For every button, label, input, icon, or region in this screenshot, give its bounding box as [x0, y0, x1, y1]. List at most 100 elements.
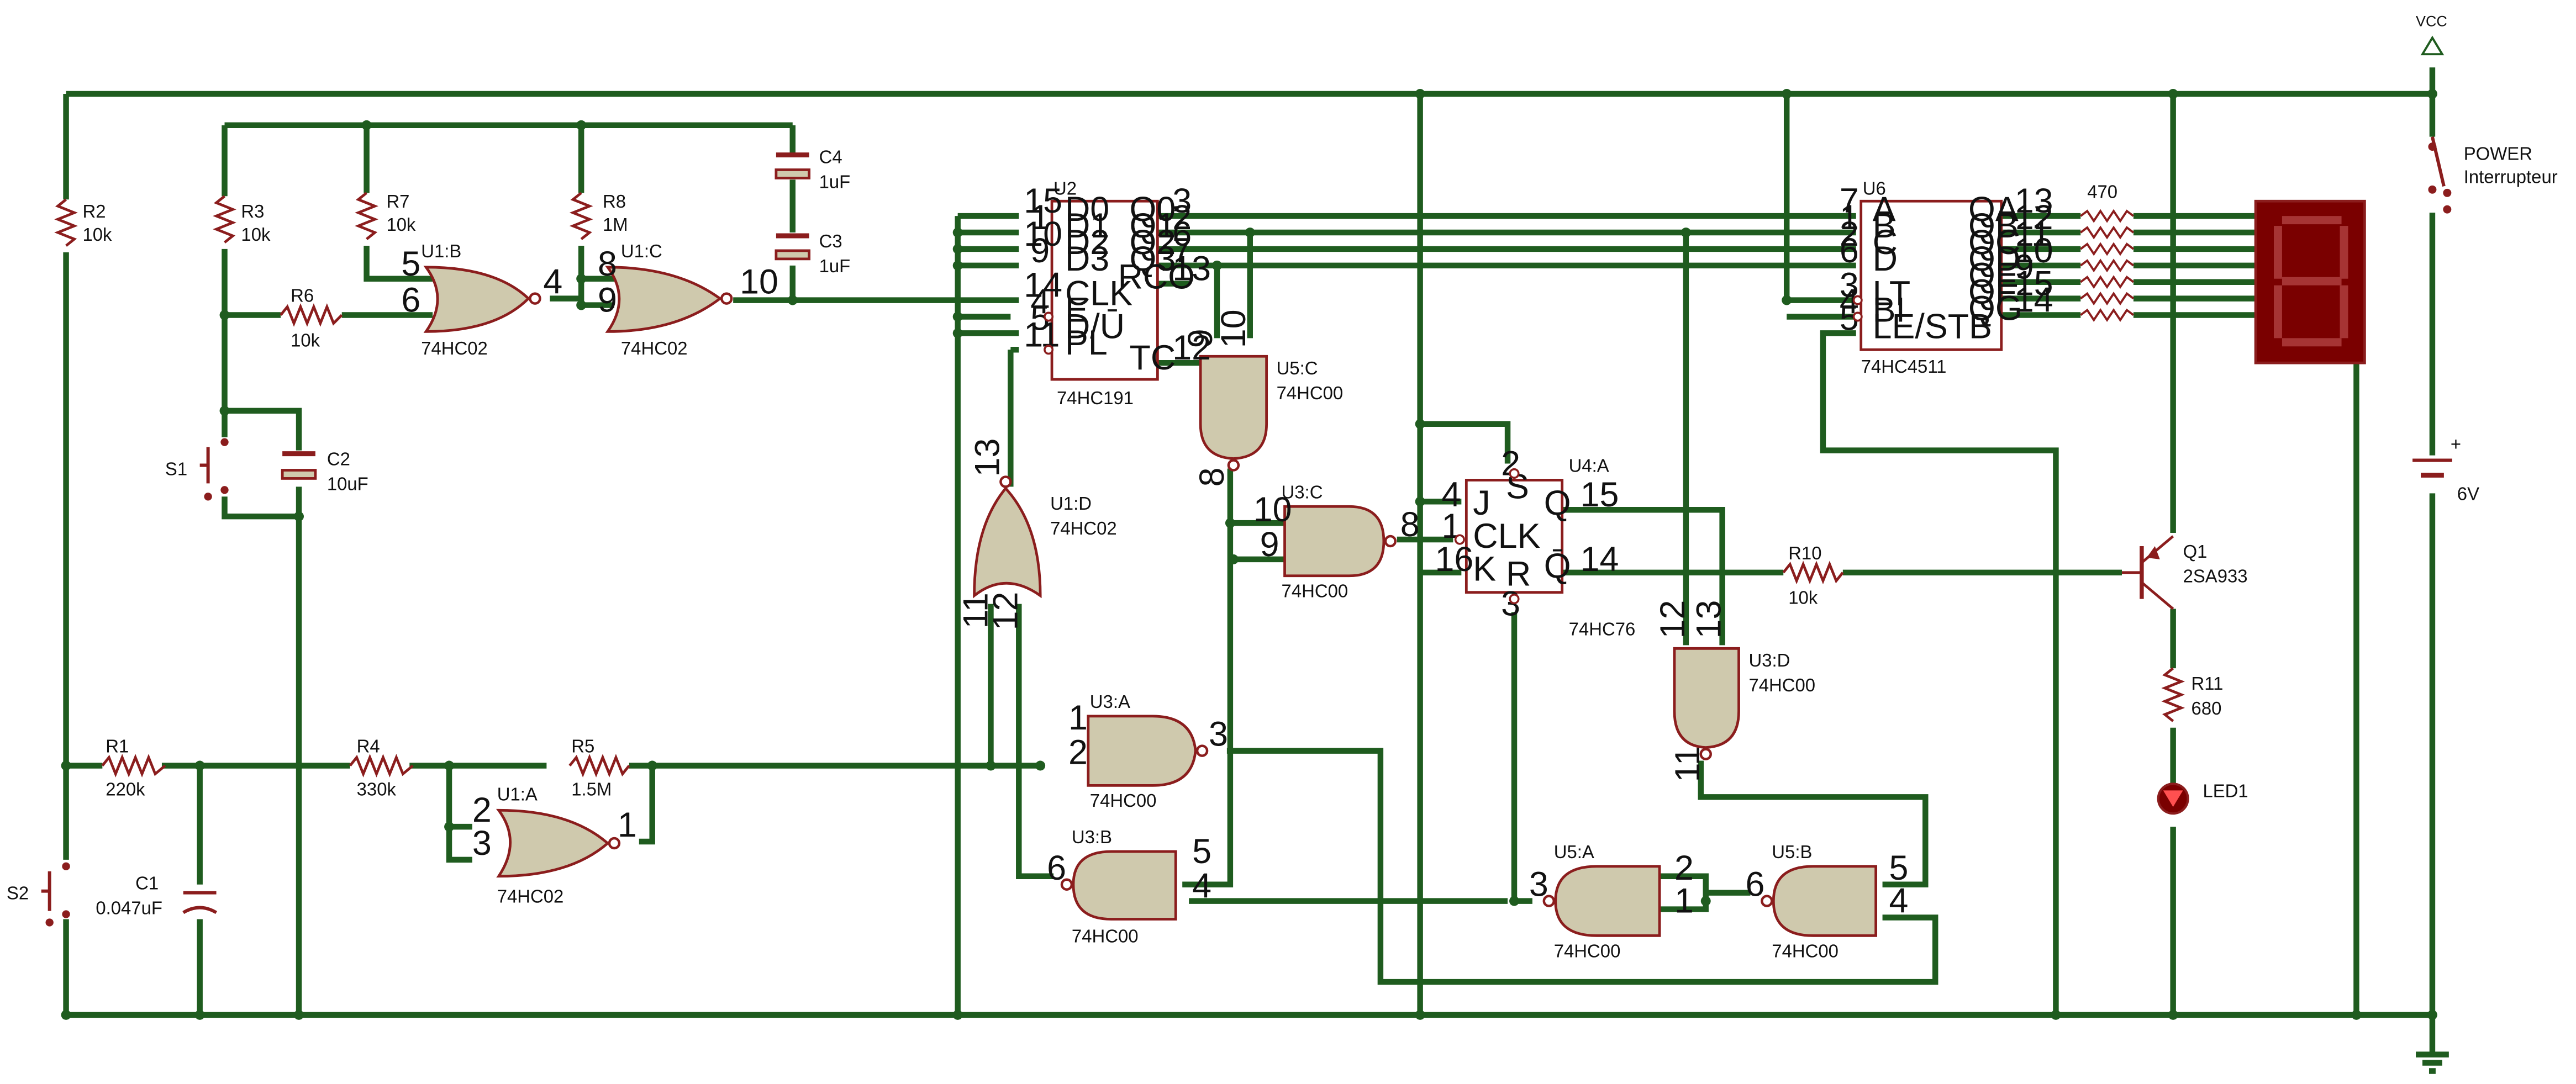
gate-u1d: 13 11 12 U1:D 74HC02 — [956, 438, 1116, 631]
resistor-r2: R2 10k — [54, 198, 112, 247]
svg-text:C3: C3 — [819, 231, 842, 251]
svg-text:D/Ū: D/Ū — [1065, 307, 1125, 346]
svg-text:4: 4 — [1889, 882, 1909, 921]
svg-text:R11: R11 — [2192, 673, 2224, 694]
svg-text:Q2: Q2 — [1130, 223, 1176, 262]
resistor-r7: R7 10k — [355, 191, 416, 240]
svg-text:U3:A: U3:A — [1090, 691, 1130, 712]
svg-text:9: 9 — [1181, 329, 1220, 348]
svg-text:4: 4 — [543, 263, 562, 302]
svg-text:16: 16 — [1435, 540, 1474, 579]
svg-text:R7: R7 — [386, 191, 409, 211]
svg-text:10k: 10k — [241, 224, 271, 245]
svg-text:10: 10 — [740, 263, 778, 302]
svg-text:2: 2 — [472, 791, 492, 829]
power-switch-value: Interrupteur — [2464, 166, 2558, 187]
svg-text:U6: U6 — [1863, 178, 1886, 198]
resistor-r5: R5 1.5M — [568, 736, 630, 799]
svg-text:1: 1 — [1030, 198, 1050, 237]
svg-text:74HC00: 74HC00 — [1772, 940, 1839, 961]
svg-text:U5:C: U5:C — [1277, 358, 1318, 378]
svg-text:C1: C1 — [135, 873, 159, 893]
svg-text:3: 3 — [1501, 585, 1520, 623]
svg-text:BI: BI — [1873, 290, 1905, 329]
svg-text:330k: 330k — [357, 779, 397, 799]
svg-text:3: 3 — [1172, 182, 1192, 220]
svg-text:Q1: Q1 — [1130, 207, 1176, 245]
transistor-q1: Q1 2SA933 — [2121, 535, 2248, 610]
svg-text:U2: U2 — [1053, 178, 1077, 198]
u2-right-pins: Q0 3 Q1 2 Q2 6 Q3 7 RCO 13 TC 12 — [1118, 182, 1211, 377]
svg-text:3: 3 — [472, 824, 492, 863]
svg-text:74HC00: 74HC00 — [1554, 940, 1621, 961]
svg-text:13: 13 — [1172, 250, 1211, 288]
svg-text:B: B — [1873, 207, 1896, 245]
svg-text:2: 2 — [1674, 849, 1694, 887]
svg-text:2: 2 — [1840, 215, 1859, 253]
svg-text:QE: QE — [1968, 256, 2019, 295]
svg-text:13: 13 — [2015, 182, 2053, 220]
svg-text:A: A — [1873, 190, 1896, 229]
gate-u3d: 12 13 11 U3:D 74HC00 — [1653, 600, 1815, 782]
svg-text:470: 470 — [2087, 181, 2117, 202]
svg-text:U5:A: U5:A — [1554, 842, 1594, 862]
svg-text:R3: R3 — [241, 201, 264, 221]
svg-text:Q: Q — [1544, 484, 1571, 522]
gate-u1b: 5 6 4 U1:B 74HC02 — [401, 241, 562, 358]
svg-text:0.047uF: 0.047uF — [96, 898, 162, 918]
capacitor-c2: C2 10uF — [281, 449, 368, 494]
ground-symbol — [2416, 1051, 2449, 1074]
svg-text:74HC00: 74HC00 — [1072, 926, 1139, 946]
svg-text:Q̄: Q̄ — [1544, 547, 1571, 585]
svg-text:PL: PL — [1065, 324, 1108, 362]
svg-text:U1:B: U1:B — [421, 241, 461, 261]
resistor-r8: R8 1M — [569, 191, 628, 240]
vcc-terminal: VCC — [2416, 13, 2447, 56]
svg-text:10k: 10k — [291, 330, 320, 350]
svg-text:14: 14 — [2015, 281, 2053, 320]
svg-text:7: 7 — [1172, 231, 1192, 270]
svg-text:D: D — [1873, 240, 1898, 278]
svg-text:R2: R2 — [82, 201, 106, 221]
svg-text:74HC00: 74HC00 — [1282, 581, 1348, 601]
svg-text:QC: QC — [1968, 223, 2020, 262]
svg-text:15: 15 — [2015, 265, 2053, 303]
svg-text:QA: QA — [1968, 190, 2019, 229]
svg-text:10uF: 10uF — [327, 473, 368, 494]
u6-left-pins: 7 A 1 B 2 C 6 D 3 LT 4 BI 5 LE/STB — [1840, 182, 1992, 346]
display-segments — [2273, 216, 2348, 347]
svg-text:74HC4511: 74HC4511 — [1861, 356, 1947, 377]
svg-text:C4: C4 — [819, 147, 842, 167]
svg-text:14: 14 — [1581, 540, 1619, 579]
power-switch: POWER Interrupteur — [2428, 136, 2558, 214]
switch-s1: S1 — [165, 438, 229, 501]
svg-text:C: C — [1873, 223, 1898, 262]
svg-text:15: 15 — [1581, 475, 1619, 514]
flipflop-u4a: U4:A 74HC76 J CLK K S R Q Q̄ 4 1 16 2 3 … — [1435, 444, 1636, 639]
svg-text:11: 11 — [2015, 215, 2051, 253]
battery-value: 6V — [2457, 483, 2479, 504]
seven-segment-display — [2254, 199, 2366, 364]
gates: 5 6 4 U1:B 74HC02 8 9 10 U1:C 74HC02 2 3… — [401, 241, 1908, 961]
gate-u3c: 10 9 8 U3:C 74HC00 — [1253, 482, 1420, 601]
svg-text:74HC00: 74HC00 — [1748, 675, 1815, 695]
resistor-r4: R4 330k — [349, 736, 414, 799]
svg-text:12: 12 — [1653, 600, 1692, 639]
svg-text:RCO: RCO — [1118, 258, 1195, 297]
svg-text:LED1: LED1 — [2203, 780, 2248, 801]
junctions — [61, 88, 2437, 1020]
svg-text:11: 11 — [1024, 315, 1060, 354]
svg-text:12: 12 — [986, 592, 1025, 631]
gate-u5b: 5 4 6 U5:B 74HC00 — [1745, 842, 1908, 961]
svg-text:U1:D: U1:D — [1050, 493, 1092, 514]
svg-text:74HC00: 74HC00 — [1277, 383, 1344, 403]
gate-u5a: 2 1 3 U5:A 74HC00 — [1529, 842, 1694, 961]
svg-text:U3:B: U3:B — [1072, 827, 1112, 847]
svg-text:10k: 10k — [1788, 588, 1818, 608]
svg-text:D0: D0 — [1065, 190, 1109, 229]
svg-text:9: 9 — [1030, 231, 1050, 270]
u2-left-pins: 15 D0 1 D1 10 D2 9 D3 14 CLK 4 E 5 D/Ū 1… — [1024, 182, 1132, 362]
svg-text:J: J — [1473, 484, 1490, 522]
chip-u6: U6 74HC4511 7 A 1 B 2 C 6 D 3 LT 4 BI 5 … — [1840, 178, 2053, 377]
svg-text:S1: S1 — [165, 458, 187, 479]
